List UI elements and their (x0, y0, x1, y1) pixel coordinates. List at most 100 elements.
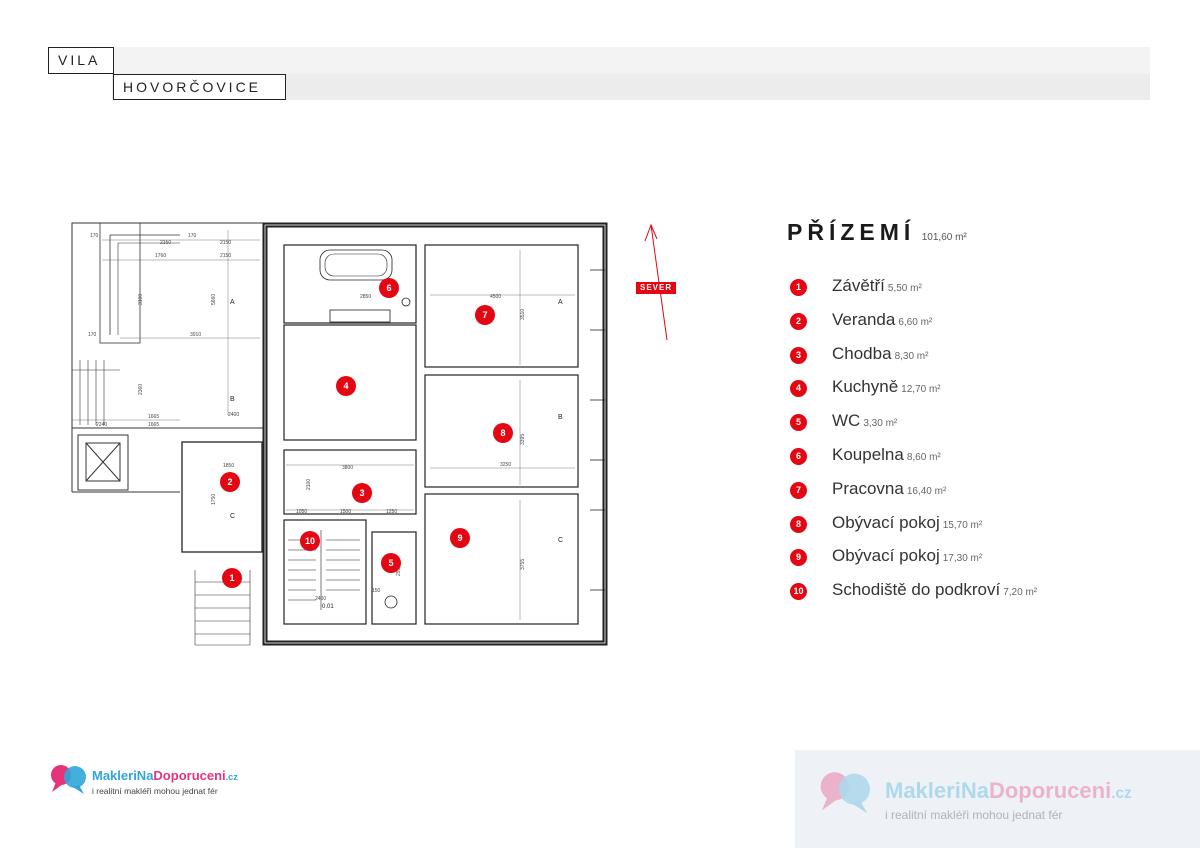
svg-text:3: 3 (359, 488, 364, 498)
north-arrow (644, 223, 668, 341)
room-name: Koupelna (832, 444, 904, 464)
section-mark: A (558, 299, 563, 306)
room-name: Veranda (832, 309, 896, 329)
room-area: 17,30 m² (942, 553, 983, 565)
dim-label: 2360 (138, 384, 144, 395)
room-outline-6 (283, 244, 417, 324)
dim-label: 3250 (500, 462, 511, 468)
dim-label: 3510 (520, 309, 526, 320)
dim-label: 2240 (96, 422, 107, 428)
dim-label: 170 (188, 233, 197, 239)
room-badge: 9 (790, 549, 807, 567)
light-fixture (401, 297, 411, 307)
brand-tagline: i realitní makléři mohou jednat fér (92, 786, 218, 796)
plan-badge-2: 2 (220, 472, 240, 492)
shaft-box (77, 434, 129, 491)
svg-text:2: 2 (227, 477, 232, 487)
section-mark: B (230, 396, 235, 403)
dim-label: 1250 (386, 509, 397, 515)
room-badge: 2 (790, 312, 807, 330)
dim-label: 5660 (211, 294, 217, 305)
room-name: Závětří (832, 276, 885, 295)
room-badge: 10 (790, 583, 807, 601)
dim-label: 1665 (148, 414, 159, 420)
dim-label: 1500 (340, 509, 351, 515)
dim-label: 4500 (490, 294, 501, 300)
dim-label: 2400 (228, 412, 239, 418)
toilet (384, 595, 398, 609)
header-vila: VILA (48, 47, 114, 74)
floor-plan: 170 2150 170 2150 1760 2150 3910 5660 31… (71, 222, 608, 646)
room-area: 12,70 m² (901, 384, 941, 396)
watermark-panel (795, 750, 1200, 848)
dim-label: 1050 (296, 509, 307, 515)
room-badge: 7 (790, 481, 807, 499)
room-name: Chodba (832, 343, 892, 363)
sink (329, 309, 391, 323)
room-badge: 8 (790, 515, 807, 533)
dim-label: 170 (88, 332, 97, 338)
section-mark: C (230, 513, 235, 520)
section-mark: B (558, 414, 563, 421)
room-area: 16,40 m² (906, 485, 947, 497)
svg-text:10: 10 (305, 536, 315, 546)
dim-label: 170 (90, 233, 99, 239)
terrace-pergola (99, 222, 141, 344)
room-outline-3 (283, 449, 417, 515)
room-name: WC (832, 411, 861, 431)
dim-label: 1850 (223, 463, 234, 469)
svg-text:6: 6 (386, 283, 391, 293)
brand-logo[interactable]: MakleriNaDoporuceni.cz i realitní makléř… (48, 762, 298, 802)
dim-label: 2950 (396, 565, 402, 576)
plan-badge-8: 8 (493, 423, 513, 443)
room-area: 8,60 m² (906, 451, 941, 463)
header-band-top (48, 47, 1150, 74)
veranda-outline (181, 441, 263, 553)
dim-label: 3755 (520, 559, 526, 570)
room-outline-9 (424, 493, 579, 625)
room-area: 15,70 m² (942, 519, 983, 531)
dim-label: 3800 (342, 465, 353, 471)
speech-bubbles-icon (820, 772, 870, 814)
terrace-outline (71, 222, 265, 429)
room-badge: 1 (790, 279, 807, 296)
section-mark: A (230, 299, 235, 306)
dim-label: 2400 (315, 596, 326, 602)
dim-label: 3910 (190, 332, 201, 338)
dim-label: 1750 (211, 494, 217, 505)
brand-name: MakleriNaDoporuceni.cz (92, 768, 238, 783)
room-area: 5,50 m² (887, 283, 922, 294)
room-name: Pracovna (832, 478, 904, 498)
dim-label: 3395 (520, 434, 526, 445)
room-badge: 3 (790, 346, 807, 364)
watermark-brand-name: MakleriNaDoporuceni.cz (885, 778, 1132, 803)
room-area: 3,30 m² (863, 418, 898, 430)
dim-label: 2100 (306, 479, 312, 490)
svg-text:9: 9 (457, 533, 462, 543)
dim-label: 2150 (220, 240, 231, 246)
room-badge: 5 (790, 414, 807, 432)
room-badge: 6 (790, 447, 807, 465)
section-mark: C (558, 537, 563, 544)
room-outline-10 (283, 519, 367, 625)
svg-text:4: 4 (343, 381, 348, 391)
stair-code: 0.01 (322, 604, 334, 610)
plan-badge-9: 9 (450, 528, 470, 548)
svg-text:7: 7 (482, 310, 487, 320)
north-label: SEVER (636, 282, 677, 294)
room-name: Schodiště do podkroví (832, 580, 1001, 600)
speech-bubbles-icon (51, 765, 86, 794)
bathtub (319, 249, 393, 281)
plan-badge-4: 4 (336, 376, 356, 396)
plan-badge-5: 5 (381, 553, 401, 573)
dim-label: 2850 (360, 294, 371, 300)
dim-label: 3100 (138, 294, 144, 305)
entrance-stairs (194, 570, 251, 646)
plan-badge-3: 3 (352, 483, 372, 503)
svg-text:8: 8 (500, 428, 505, 438)
